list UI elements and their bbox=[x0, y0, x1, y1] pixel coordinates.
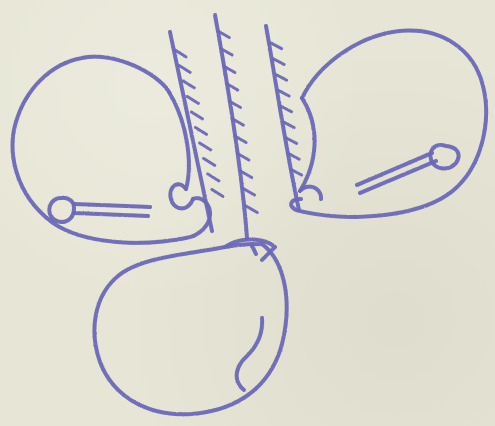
left-stem-tooth-8 bbox=[204, 159, 215, 166]
right-stem-tooth-5 bbox=[281, 106, 292, 112]
right-funnel-inner-curve bbox=[300, 98, 315, 191]
left-stem-tooth-4 bbox=[187, 97, 198, 104]
left-funnel-rim bbox=[170, 184, 193, 208]
middle-stem-tooth-10 bbox=[243, 189, 254, 196]
left-stem-tooth-10 bbox=[212, 190, 223, 197]
left-stem-tooth-2 bbox=[179, 66, 190, 73]
bottom-flask-icon bbox=[94, 239, 286, 414]
flask-small-notch bbox=[252, 246, 256, 254]
left-stem-tooth-5 bbox=[191, 112, 202, 119]
left-stem-tooth-7 bbox=[200, 143, 211, 150]
right-handle-bar bbox=[357, 153, 436, 193]
right-funnel-outline bbox=[291, 31, 486, 217]
right-stem-tooth-1 bbox=[271, 43, 282, 49]
right-funnel-icon bbox=[291, 31, 486, 217]
right-handle-loop bbox=[430, 145, 458, 168]
flask-inner-lip bbox=[237, 318, 262, 390]
right-stem-tooth-4 bbox=[279, 90, 290, 96]
right-stem-line bbox=[266, 26, 299, 210]
right-stem-tooth-2 bbox=[274, 59, 285, 65]
left-stem-tooth-3 bbox=[183, 81, 194, 88]
right-funnel-rim bbox=[300, 187, 321, 199]
serration-teeth bbox=[175, 31, 302, 213]
right-stem-tooth-3 bbox=[276, 75, 287, 81]
left-handle-bar bbox=[74, 204, 150, 216]
left-stem-tooth-9 bbox=[208, 174, 219, 181]
left-stem-tooth-6 bbox=[196, 128, 207, 135]
left-handle-loop bbox=[49, 198, 74, 222]
flask-body bbox=[94, 244, 286, 414]
middle-stem-tooth-11 bbox=[246, 206, 257, 213]
